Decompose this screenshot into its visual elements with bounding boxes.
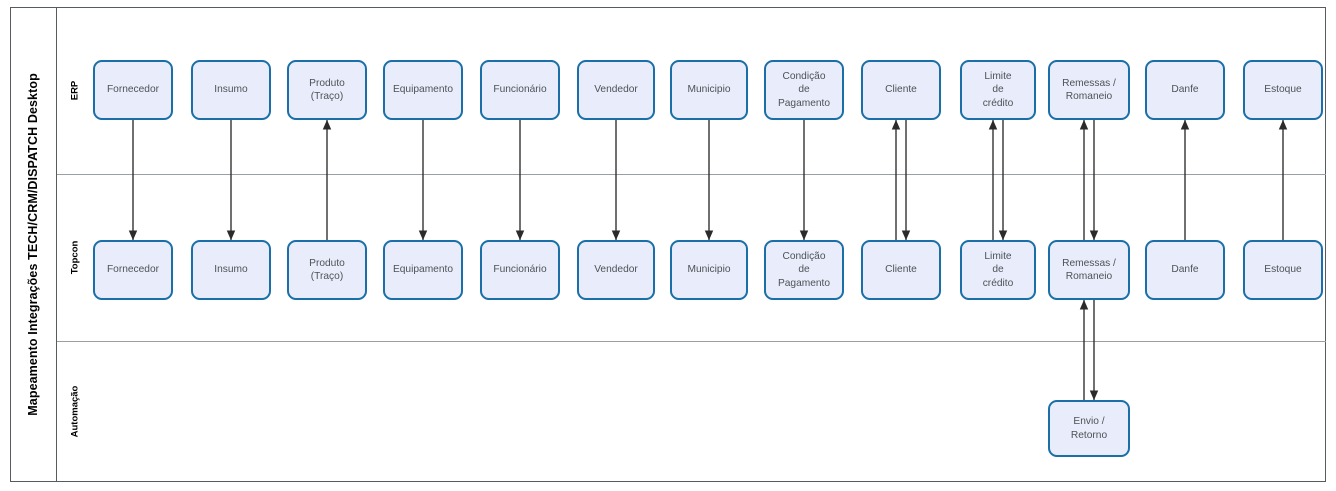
lane-label-automacao-text: Automação [69,385,81,438]
node-top-fornecedor[interactable]: Fornecedor [93,240,173,300]
node-top-insumo[interactable]: Insumo [191,240,271,300]
lane-label-erp-text: ERP [69,80,81,101]
node-erp-fornecedor[interactable]: Fornecedor [93,60,173,120]
node-erp-cliente[interactable]: Cliente [861,60,941,120]
node-top-limite[interactable]: Limite de crédito [960,240,1036,300]
lane-label-topcon-text: Topcon [69,240,81,275]
node-erp-danfe[interactable]: Danfe [1145,60,1225,120]
node-erp-funcionario[interactable]: Funcionário [480,60,560,120]
node-erp-condicao[interactable]: Condição de Pagamento [764,60,844,120]
node-auto-envio[interactable]: Envio / Retorno [1048,400,1130,457]
node-top-danfe[interactable]: Danfe [1145,240,1225,300]
node-erp-limite[interactable]: Limite de crédito [960,60,1036,120]
node-top-funcionario[interactable]: Funcionário [480,240,560,300]
page-title: Mapeamento Integrações TECH/CRM/DISPATCH… [25,73,40,416]
node-top-equipamento[interactable]: Equipamento [383,240,463,300]
node-erp-vendedor[interactable]: Vendedor [577,60,655,120]
node-top-cliente[interactable]: Cliente [861,240,941,300]
node-erp-produto[interactable]: Produto (Traço) [287,60,367,120]
diagram-title-column: Mapeamento Integrações TECH/CRM/DISPATCH… [10,7,57,482]
node-erp-insumo[interactable]: Insumo [191,60,271,120]
lane-label-automacao: Automação [57,341,93,482]
node-erp-remessas[interactable]: Remessas / Romaneio [1048,60,1130,120]
node-erp-municipio[interactable]: Municipio [670,60,748,120]
lane-divider-topcon-automacao [57,341,1326,342]
node-erp-equipamento[interactable]: Equipamento [383,60,463,120]
node-top-estoque[interactable]: Estoque [1243,240,1323,300]
lane-divider-erp-topcon [57,174,1326,175]
node-top-municipio[interactable]: Municipio [670,240,748,300]
node-top-remessas[interactable]: Remessas / Romaneio [1048,240,1130,300]
lane-label-erp: ERP [57,7,93,174]
node-top-condicao[interactable]: Condição de Pagamento [764,240,844,300]
node-erp-estoque[interactable]: Estoque [1243,60,1323,120]
lane-label-topcon: Topcon [57,174,93,341]
node-top-produto[interactable]: Produto (Traço) [287,240,367,300]
node-top-vendedor[interactable]: Vendedor [577,240,655,300]
